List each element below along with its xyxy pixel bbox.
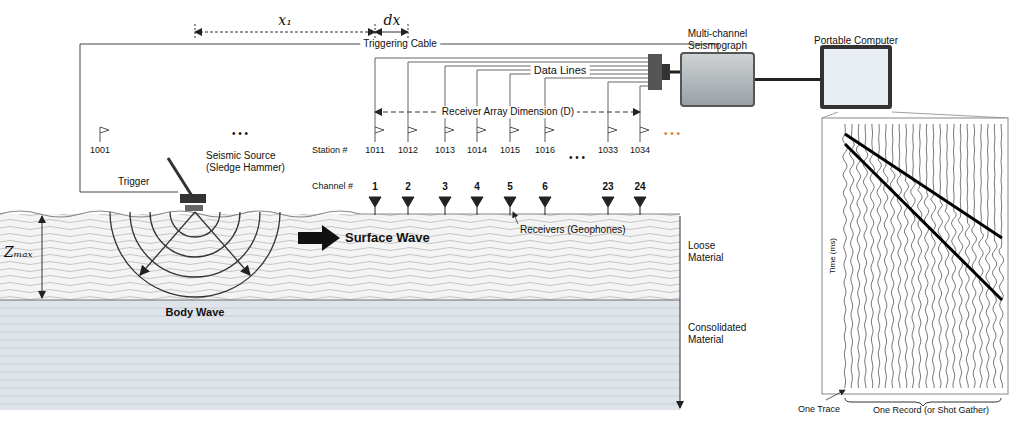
channel-number: 23 [602, 181, 613, 193]
seismic-trace [918, 124, 923, 388]
seismic-trace [965, 124, 970, 388]
wave-label: Surface Wave [345, 231, 430, 246]
station-number: 1012 [398, 145, 418, 155]
station-number: 1001 [90, 145, 110, 155]
receiver-label: Receivers (Geophones) [520, 224, 626, 236]
seismic-trace [897, 124, 902, 388]
row-label: Channel # [312, 181, 353, 191]
channel-number: 6 [542, 181, 548, 193]
layer-label: Loose Material [688, 240, 750, 263]
seismic-trace [856, 124, 860, 388]
dimension-label: dx [384, 12, 401, 28]
seismic-trace [931, 124, 936, 388]
seismic-trace [924, 124, 929, 388]
seismic-trace [979, 124, 984, 388]
seismic-trace [870, 124, 875, 388]
wave-label: Body Wave [166, 306, 225, 319]
device-label: Portable Computer [796, 35, 916, 47]
channel-number: 2 [405, 181, 411, 193]
seismic-trace [992, 124, 997, 388]
seismic-trace [843, 124, 848, 388]
station-number: 1011 [365, 145, 384, 155]
dimension-label: x₁ [278, 12, 292, 28]
station-number: 1013 [435, 145, 455, 155]
source-label: Seismic Source (Sledge Hammer) [206, 150, 298, 173]
seismic-trace [938, 124, 943, 388]
channel-number: 4 [474, 181, 480, 193]
device-label: Multi-channel Seismograph [658, 28, 778, 51]
cable-label: Triggering Cable [360, 38, 440, 50]
seismic-trace [850, 124, 855, 388]
seismic-trace [945, 124, 950, 388]
station-number: 1014 [467, 145, 487, 155]
seismic-trace [972, 124, 977, 388]
cable-connector [755, 78, 820, 81]
station-number: 1033 [598, 145, 618, 155]
station-number: 1034 [630, 145, 650, 155]
channel-number: 1 [372, 181, 378, 193]
ellipsis: • • • [232, 128, 248, 140]
trigger-label: Trigger [118, 176, 149, 188]
row-label: Station # [312, 145, 348, 155]
seismic-trace [904, 124, 909, 388]
cable-label: Data Lines [531, 64, 590, 77]
channel-number: 3 [442, 181, 448, 193]
seismic-trace [999, 124, 1004, 388]
seismic-trace [985, 124, 990, 388]
axis-label: Time (ms) [828, 238, 837, 274]
station-number: 1015 [500, 145, 520, 155]
computer-box: Portable Computer [820, 45, 892, 109]
seismograph-box: Multi-channel Seismograph [680, 52, 755, 107]
ellipsis: • • • [569, 152, 585, 164]
dimension-label: Receiver Array Dimension (D) [439, 106, 577, 118]
inset-caption: One Trace [798, 404, 840, 414]
station-number: 1016 [535, 145, 555, 155]
depth-label: Zₘₐₓ [4, 244, 33, 260]
layer-label: Consolidated Material [688, 322, 778, 345]
seismic-trace [877, 124, 882, 388]
seismic-trace [911, 124, 916, 388]
channel-number: 5 [507, 181, 513, 193]
inset-caption: One Record (or Shot Gather) [873, 405, 989, 415]
ellipsis: • • • [664, 128, 680, 140]
channel-number: 24 [634, 181, 645, 193]
